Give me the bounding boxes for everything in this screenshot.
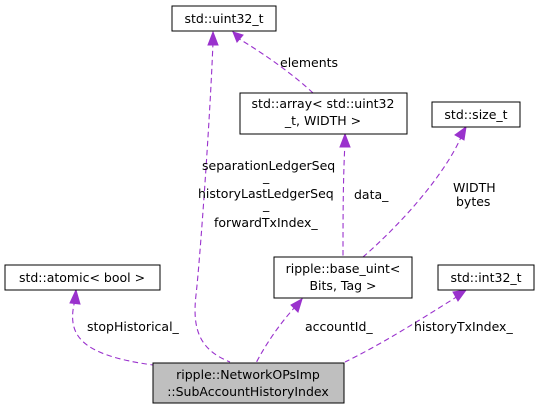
- edge-label-underscore-2: _: [262, 197, 270, 212]
- edge-label-forward-tx-index: forwardTxIndex_: [214, 215, 318, 230]
- edge-label-separation-ledger-seq: separationLedgerSeq: [202, 158, 335, 173]
- node-std-size-t-label: std::size_t: [444, 107, 507, 122]
- node-ripple-base-uint-label-line2: Bits, Tag >: [309, 278, 376, 293]
- edge-width-bytes: WIDTH bytes: [362, 125, 496, 258]
- node-std-uint32-t-label: std::uint32_t: [184, 11, 263, 26]
- node-std-size-t[interactable]: std::size_t: [431, 101, 521, 128]
- node-ripple-base-uint[interactable]: ripple::base_uint< Bits, Tag >: [273, 256, 413, 299]
- edge-width-bytes-arrowhead: [454, 125, 467, 141]
- node-sub-account-history-index-label-line2: ::SubAccountHistoryIndex: [167, 384, 329, 399]
- node-std-array[interactable]: std::array< std::uint32 _t, WIDTH >: [239, 92, 408, 135]
- edge-stop-historical: stopHistorical_: [69, 288, 180, 366]
- edge-label-elements: elements: [280, 55, 338, 70]
- edge-stop-historical-arrowhead: [69, 288, 81, 305]
- node-std-int32-t-label: std::int32_t: [450, 270, 521, 285]
- edge-label-history-tx-index: historyTxIndex_: [414, 319, 513, 334]
- node-sub-account-history-index-label-line1: ripple::NetworkOPsImp: [176, 367, 320, 382]
- node-std-atomic-bool-label: std::atomic< bool >: [19, 270, 145, 285]
- node-sub-account-history-index[interactable]: ripple::NetworkOPsImp ::SubAccountHistor…: [152, 362, 345, 404]
- edge-data-arrowhead: [339, 132, 351, 148]
- edge-history-tx-index-line: [344, 295, 459, 363]
- edge-history-tx-index-arrowhead: [452, 289, 468, 302]
- edge-data: data_: [339, 132, 389, 258]
- edge-history-tx-index: historyTxIndex_: [344, 289, 513, 363]
- edge-account-id-line: [255, 305, 297, 364]
- node-std-uint32-t[interactable]: std::uint32_t: [171, 5, 277, 32]
- edge-label-data: data_: [354, 187, 389, 202]
- edge-stop-historical-line: [72, 299, 154, 366]
- edge-label-account-id: accountId_: [305, 319, 373, 334]
- node-std-array-label-line2: _t, WIDTH >: [284, 113, 361, 128]
- edge-uint32-to-focus: separationLedgerSeq _ historyLastLedgerS…: [194, 30, 335, 363]
- edge-elements-line: [235, 36, 314, 94]
- edge-label-bytes: bytes: [456, 194, 490, 209]
- edge-elements-arrowhead: [232, 31, 244, 43]
- edge-elements: elements: [232, 31, 338, 94]
- edge-account-id-arrowhead: [290, 297, 303, 313]
- edge-width-bytes-line: [362, 134, 463, 258]
- edge-label-underscore-1: _: [262, 169, 270, 184]
- node-std-array-label-line1: std::array< std::uint32: [252, 96, 395, 111]
- edge-data-line: [342, 141, 346, 258]
- node-ripple-base-uint-label-line1: ripple::base_uint<: [286, 261, 401, 276]
- edge-account-id: accountId_: [255, 297, 373, 364]
- edge-uint32-to-focus-arrowhead: [207, 30, 219, 46]
- edge-label-history-last-ledger-seq: historyLastLedgerSeq: [198, 186, 334, 201]
- edge-label-stop-historical: stopHistorical_: [87, 319, 180, 334]
- node-std-int32-t[interactable]: std::int32_t: [437, 264, 535, 291]
- edge-label-width: WIDTH: [453, 180, 496, 195]
- node-std-atomic-bool[interactable]: std::atomic< bool >: [4, 264, 161, 291]
- edge-uint32-to-focus-line: [194, 41, 231, 363]
